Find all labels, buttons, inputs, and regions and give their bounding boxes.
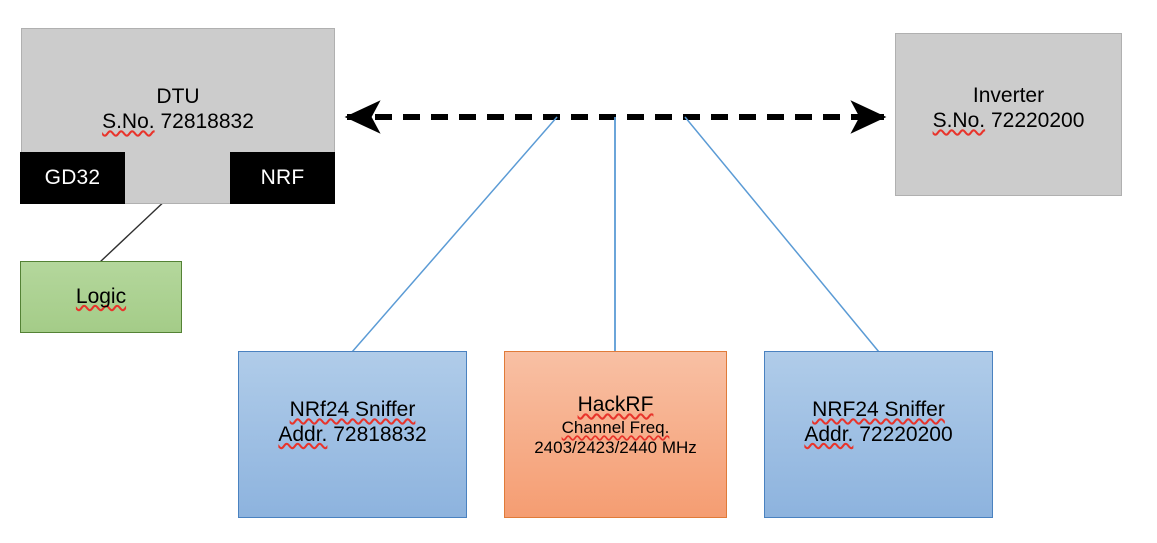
sniffer-right-title: NRF24 Sniffer <box>812 398 945 423</box>
sniffer-left-box[interactable]: NRf24 Sniffer Addr. 72818832 <box>238 351 467 518</box>
sniffer-right-addr-prefix: Addr. <box>804 422 854 446</box>
dtu-title: DTU <box>156 85 200 108</box>
inverter-serial-prefix: S.No. <box>932 108 986 132</box>
inverter-box[interactable]: Inverter S.No. 72220200 <box>895 33 1122 196</box>
logic-label: Logic <box>75 284 127 308</box>
dtu-serial-prefix: S.No. <box>102 109 155 133</box>
sniffer-left-addr-value: 72818832 <box>333 422 427 446</box>
dtu-serial: S.No. 72818832 <box>102 110 254 135</box>
sniffer-left-title-text: NRf24 Sniffer <box>289 397 416 421</box>
sniffer-left-title: NRf24 Sniffer <box>290 398 416 423</box>
sniffer-right-tap <box>684 116 880 353</box>
dtu-serial-value: 72818832 <box>160 109 254 133</box>
hackrf-title-text: HackRF <box>577 393 654 417</box>
inverter-serial: S.No. 72220200 <box>933 109 1085 134</box>
gd32-chip[interactable]: GD32 <box>20 152 125 204</box>
sniffer-right-addr: Addr. 72220200 <box>804 423 952 448</box>
gd32-label: GD32 <box>44 166 101 189</box>
inverter-serial-value: 72220200 <box>990 108 1085 132</box>
sniffer-left-addr: Addr. 72818832 <box>278 423 426 448</box>
hackrf-box[interactable]: HackRF Channel Freq. 2403/2423/2440 MHz <box>504 351 727 518</box>
sniffer-right-box[interactable]: NRF24 Sniffer Addr. 72220200 <box>764 351 993 518</box>
nrf-chip[interactable]: NRF <box>230 152 335 204</box>
sniffer-right-addr-value: 72220200 <box>859 422 953 446</box>
hackrf-channel-label-text: Channel Freq. <box>561 417 670 437</box>
hackrf-title: HackRF <box>578 393 654 418</box>
hackrf-channel-label: Channel Freq. <box>562 418 670 438</box>
nrf-label: NRF <box>260 166 305 189</box>
logic-analyzer-box[interactable]: Logic <box>20 261 182 333</box>
inverter-title: Inverter <box>972 84 1045 107</box>
sniffer-left-addr-prefix: Addr. <box>278 422 328 446</box>
hackrf-frequencies: 2403/2423/2440 MHz <box>534 437 697 457</box>
sniffer-right-title-text: NRF24 Sniffer <box>812 397 945 421</box>
sniffer-left-tap <box>351 116 558 353</box>
